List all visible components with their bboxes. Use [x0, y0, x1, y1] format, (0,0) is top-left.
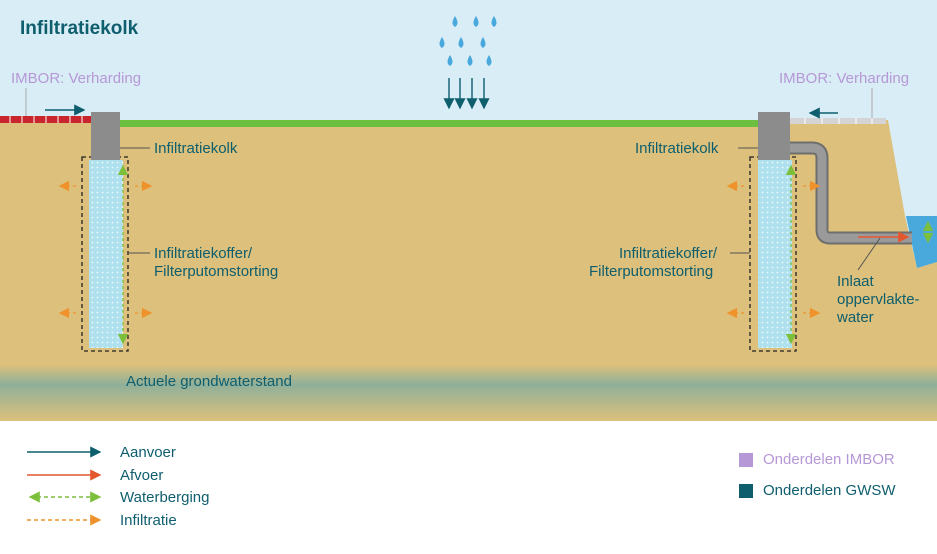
legend-item-aanvoer: Aanvoer	[108, 442, 176, 462]
inlaat-label-2: oppervlakte-	[837, 291, 920, 308]
diagram-title: Infiltratiekolk	[20, 18, 139, 39]
koffer-right	[758, 160, 792, 348]
koffer-label-right-1: Infiltratiekoffer/	[619, 245, 718, 262]
koffer-label-left-2: Filterputomstorting	[154, 263, 279, 280]
key-item-gwsw: Onderdelen GWSW	[739, 482, 896, 499]
inlaat-label-3: water	[837, 309, 874, 326]
grondwater-label: Actuele grondwaterstand	[126, 373, 292, 390]
legend-item-afvoer: Afvoer	[108, 465, 163, 485]
rain-drops	[439, 16, 497, 66]
imbor-label-right: IMBOR: Verharding	[779, 70, 910, 87]
paving-left	[0, 116, 91, 123]
soil	[0, 120, 937, 368]
legend-label: Afvoer	[120, 466, 164, 484]
inlaat-label-1: Inlaat	[837, 273, 874, 290]
kolk-left	[91, 112, 120, 160]
grass	[120, 120, 760, 127]
koffer-label-left-1: Infiltratiekoffer/	[154, 245, 253, 262]
legend-label: Infiltratie	[120, 511, 177, 529]
groundwater-band	[0, 365, 937, 421]
kolk-label-left: Infiltratiekolk	[154, 140, 238, 157]
infiltratie-arrows	[58, 180, 821, 319]
legend-label: Waterberging	[120, 488, 210, 506]
kolk-label-right: Infiltratiekolk	[635, 140, 719, 157]
imbor-swatch	[739, 452, 753, 467]
rain-arrows	[443, 78, 490, 110]
legend-item-waterberging: Waterberging	[108, 487, 210, 507]
key-label-imbor: Onderdelen IMBOR	[763, 451, 895, 468]
koffer-left	[89, 160, 123, 348]
kolk-right	[758, 112, 790, 160]
koffer-label-right-2: Filterputomstorting	[589, 263, 714, 280]
leader-inlaat	[857, 237, 881, 271]
legend-item-infiltratie: Infiltratie	[108, 510, 177, 530]
key-item-imbor: Onderdelen IMBOR	[739, 451, 895, 468]
key-label-gwsw: Onderdelen GWSW	[763, 482, 896, 499]
imbor-label-left: IMBOR: Verharding	[11, 70, 142, 87]
paving-right	[790, 118, 886, 124]
gwsw-swatch	[739, 483, 753, 498]
legend-lines	[27, 446, 102, 526]
legend-label: Aanvoer	[120, 443, 176, 461]
